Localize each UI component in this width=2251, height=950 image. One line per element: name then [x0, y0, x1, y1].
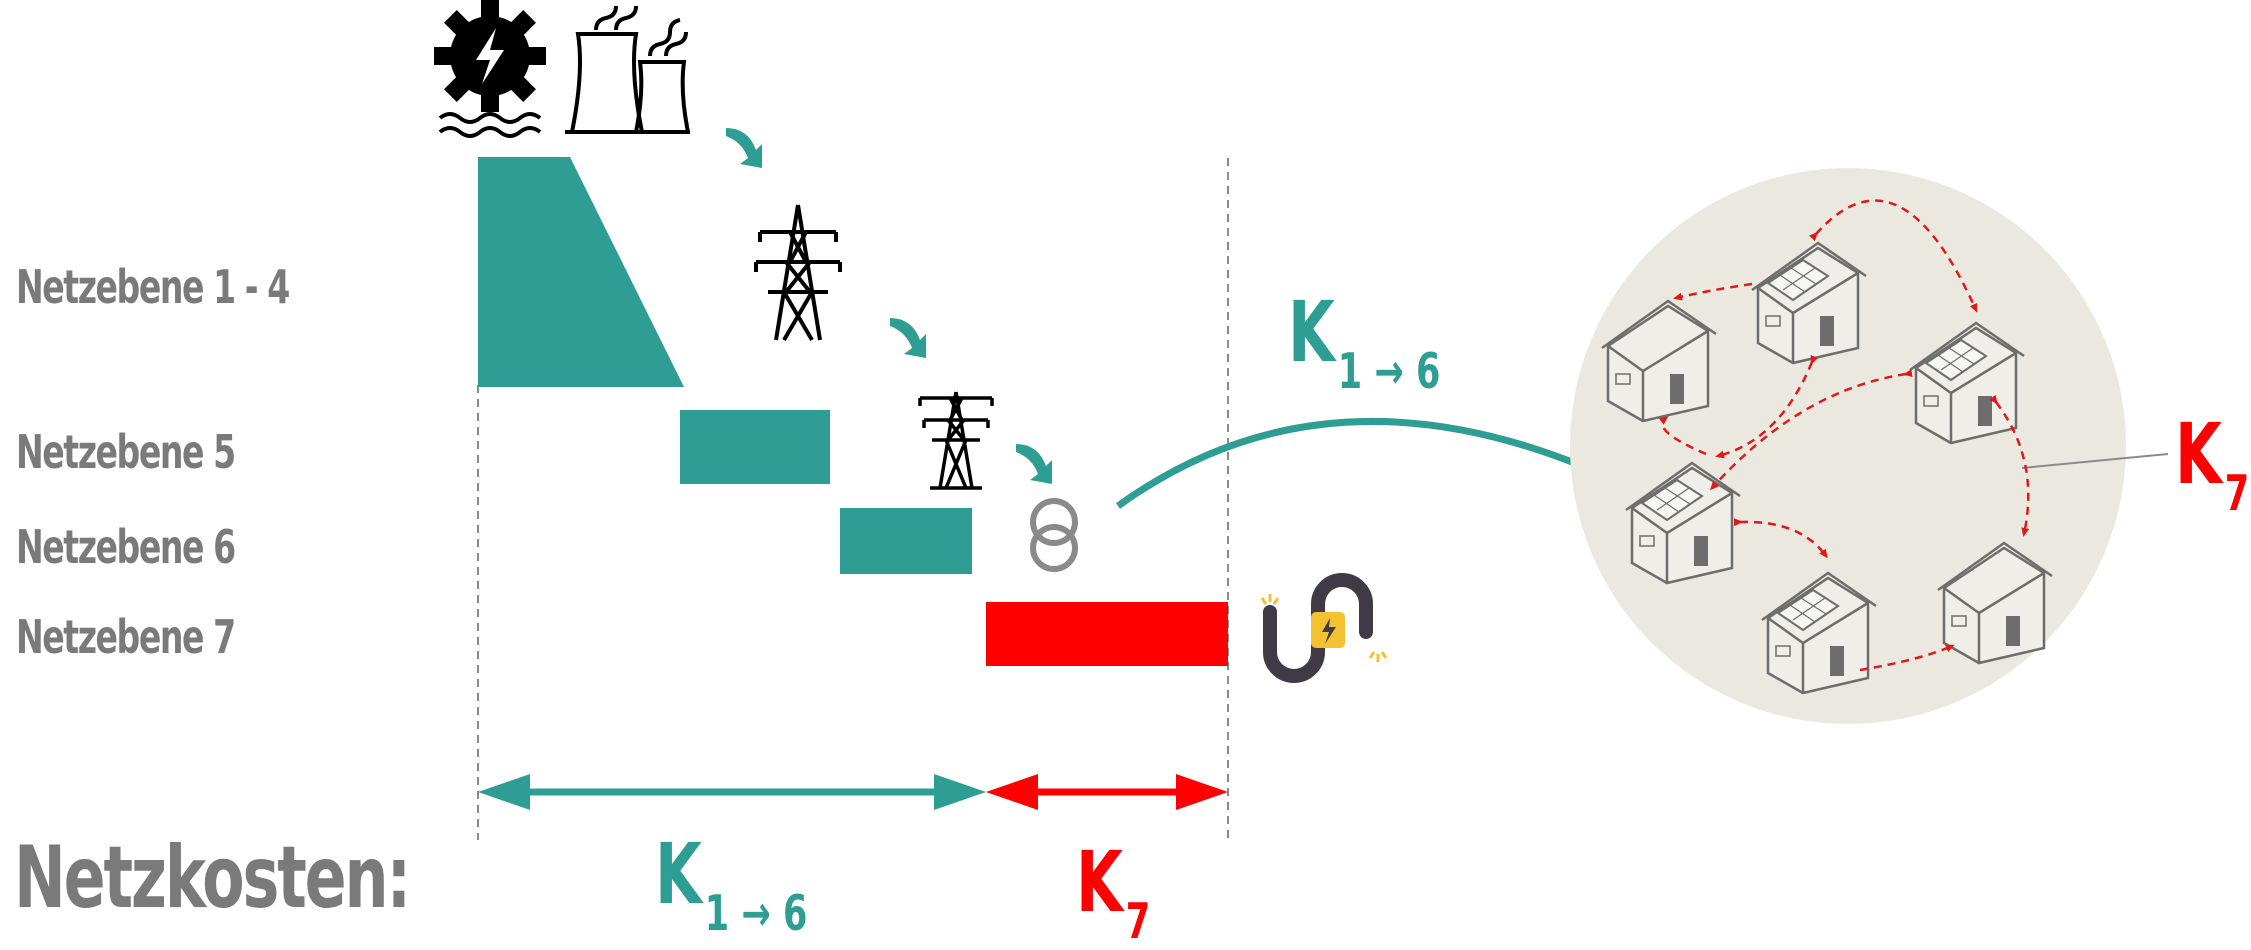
flow-arrow-2 — [890, 318, 926, 358]
k-subscript: 1 → 6 — [1337, 343, 1441, 400]
level-6-block — [840, 508, 972, 574]
medium-voltage-pylon-icon — [918, 391, 994, 490]
k-subscript: 1 → 6 — [704, 885, 808, 942]
level-label-6: Netzebene 6 — [16, 520, 236, 574]
k7-span-arrow — [986, 774, 1228, 810]
k16-bottom-label: K1 → 6 — [655, 832, 807, 939]
k7-bottom-label: K7 — [1076, 840, 1150, 947]
cable-connector-icon — [1260, 573, 1388, 683]
level-5-block — [680, 410, 830, 484]
k16-span-arrow — [478, 774, 986, 810]
level-7-block — [986, 602, 1228, 666]
k-subscript: 7 — [2224, 465, 2250, 522]
hydro-power-icon — [434, 0, 546, 138]
k7-pointer-line — [2021, 453, 2169, 469]
k-subscript: 7 — [1125, 893, 1151, 950]
transformer-icon — [1030, 498, 1078, 572]
energy-exchange-arrows — [1658, 199, 2030, 672]
k-symbol: K — [655, 825, 702, 923]
flow-arrow-3 — [1016, 444, 1052, 484]
k-symbol: K — [2175, 405, 2222, 503]
level-label-1-4: Netzebene 1 - 4 — [16, 260, 290, 314]
connection-curve — [1115, 417, 1584, 509]
level-1-4-block — [478, 157, 684, 387]
level-label-7: Netzebene 7 — [16, 610, 236, 664]
flow-arrow-1 — [726, 128, 762, 168]
level-label-5: Netzebene 5 — [16, 425, 236, 479]
k16-curve-label: K1 → 6 — [1288, 290, 1440, 397]
cooling-tower-icon — [565, 5, 690, 134]
k-symbol: K — [1076, 833, 1123, 931]
k7-community-label: K7 — [2175, 412, 2249, 519]
grid-costs-title: Netzkosten: — [14, 828, 411, 928]
k-symbol: K — [1288, 283, 1335, 381]
high-voltage-pylon-icon — [754, 204, 842, 342]
